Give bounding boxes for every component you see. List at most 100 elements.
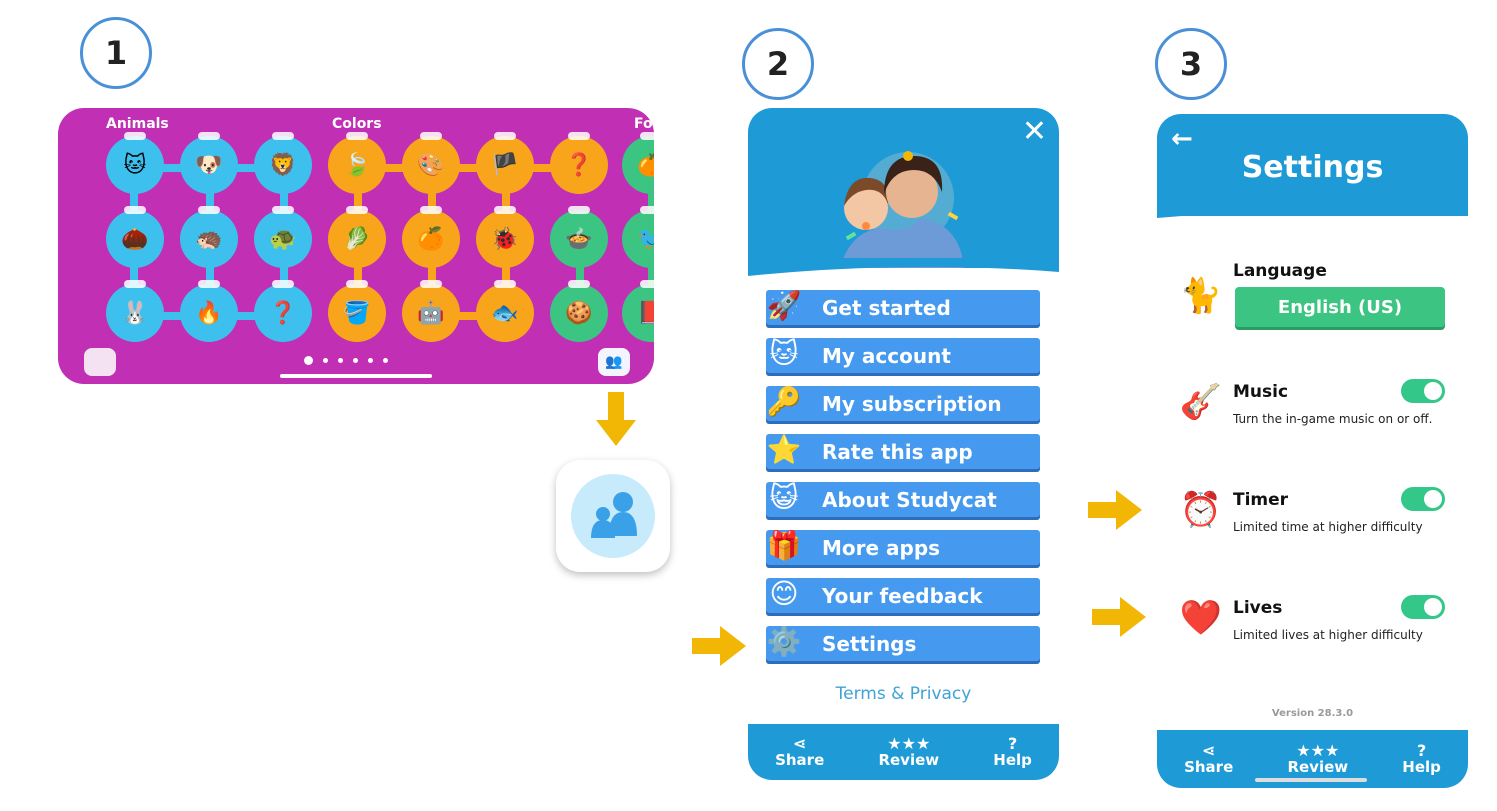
path-line <box>428 312 508 320</box>
share-label: Share <box>1184 758 1234 776</box>
menu-get-started[interactable]: 🚀 Get started <box>766 289 1040 325</box>
right-arrow-icon <box>1092 597 1146 637</box>
share-button[interactable]: ⋖ Share <box>775 734 824 769</box>
page-indicator <box>304 356 388 365</box>
version-text: Version 28.3.0 <box>1271 708 1354 719</box>
right-arrow-icon <box>1088 490 1142 530</box>
menu-my-subscription[interactable]: 🔑 My subscription <box>766 385 1040 421</box>
review-label: Review <box>1287 758 1349 776</box>
timer-toggle[interactable] <box>1401 487 1445 511</box>
review-button[interactable]: ★★★ Review <box>878 734 940 769</box>
help-button[interactable]: ? Help <box>993 736 1032 769</box>
right-arrow-icon <box>692 626 746 666</box>
lesson-node[interactable]: 🪣 <box>328 280 386 342</box>
page-dot <box>323 358 328 363</box>
stars-icon: ★★★ <box>887 734 931 753</box>
page-title: Settings <box>1241 150 1384 185</box>
menu-your-feedback[interactable]: 😊 Your feedback <box>766 577 1040 613</box>
review-button[interactable]: ★★★ Review <box>1287 741 1349 776</box>
parents-menu-panel: ✕ 🚀 Get started 🐱 My account 🔑 My subscr… <box>748 108 1059 780</box>
menu-my-account[interactable]: 🐱 My account <box>766 337 1040 373</box>
menu-rate-this-app[interactable]: ⭐ Rate this app <box>766 433 1040 469</box>
language-select-button[interactable]: English (US) <box>1235 287 1445 327</box>
lesson-node[interactable]: 🤖 <box>402 280 460 342</box>
header-wave <box>1157 206 1468 218</box>
step-1-number: 1 <box>104 34 128 72</box>
menu-label: My subscription <box>822 391 1002 416</box>
menu-label: Settings <box>822 631 917 656</box>
lesson-node[interactable]: 🥬 <box>328 206 386 268</box>
share-icon: ⋖ <box>1201 741 1216 760</box>
help-label: Help <box>993 751 1032 769</box>
timer-label: Timer <box>1233 490 1289 510</box>
back-arrow-icon[interactable]: ← <box>1171 124 1193 154</box>
parents-corner-button[interactable]: 👥 <box>598 348 630 376</box>
share-icon: ⋖ <box>792 734 807 753</box>
menu-about-studycat[interactable]: 😺 About Studycat <box>766 481 1040 517</box>
help-label: Help <box>1402 758 1441 776</box>
help-button[interactable]: ? Help <box>1402 743 1441 776</box>
music-guitar-cat-icon: 🎸 <box>1179 382 1223 422</box>
category-food: Fo <box>634 116 653 132</box>
lives-toggle[interactable] <box>1401 595 1445 619</box>
lesson-map-panel: Animals Colors Fo 🐱 🐶 🦁 🍃 🎨 🏴 ❓ 🍊 🌰 🦔 🐢 … <box>58 108 654 384</box>
review-label: Review <box>878 751 940 769</box>
share-button[interactable]: ⋖ Share <box>1184 741 1234 776</box>
menu-label: My account <box>822 343 951 368</box>
down-arrow-icon <box>596 392 636 446</box>
gift-box-icon: 🎁 <box>766 528 802 562</box>
page-dot <box>338 358 343 363</box>
lesson-node[interactable]: 🐱 <box>106 132 164 194</box>
lesson-node[interactable]: 🐶 <box>180 132 238 194</box>
category-animals: Animals <box>106 116 169 132</box>
lesson-node[interactable]: 🍃 <box>328 132 386 194</box>
lesson-node[interactable]: 🦔 <box>180 206 238 268</box>
parents-icon <box>571 474 655 558</box>
lesson-node[interactable]: 🍊 <box>622 132 654 194</box>
lesson-node[interactable]: 🐦 <box>622 206 654 268</box>
menu-more-apps[interactable]: 🎁 More apps <box>766 529 1040 565</box>
step-1-badge: 1 <box>80 17 152 89</box>
lesson-node[interactable]: 🎨 <box>402 132 460 194</box>
language-label: Language <box>1233 261 1327 281</box>
lesson-node[interactable]: 🐟 <box>476 280 534 342</box>
lesson-node[interactable]: 🐢 <box>254 206 312 268</box>
page-dot <box>383 358 388 363</box>
lesson-node[interactable]: 📕 <box>622 280 654 342</box>
parents-button[interactable] <box>556 460 670 572</box>
lesson-node[interactable]: 🍊 <box>402 206 460 268</box>
settings-header <box>1157 114 1468 216</box>
music-toggle[interactable] <box>1401 379 1445 403</box>
star-icon: ⭐ <box>766 432 802 466</box>
lesson-node[interactable]: 🍪 <box>550 280 608 342</box>
lesson-node[interactable]: 🐰 <box>106 280 164 342</box>
rocket-icon: 🚀 <box>766 288 802 322</box>
lives-description: Limited lives at higher difficulty <box>1233 628 1423 642</box>
language-cat-icon: 🐈 <box>1179 276 1223 316</box>
profile-corner-button[interactable] <box>84 348 116 376</box>
lesson-node[interactable]: 🍲 <box>550 206 608 268</box>
lesson-node[interactable]: 🦁 <box>254 132 312 194</box>
parent-child-photo <box>840 151 964 268</box>
music-description: Turn the in-game music on or off. <box>1233 412 1433 426</box>
lesson-node[interactable]: 🏴 <box>476 132 534 194</box>
menu-settings[interactable]: ⚙️ Settings <box>766 625 1040 661</box>
lesson-node[interactable]: 🐞 <box>476 206 534 268</box>
close-button[interactable]: ✕ <box>1021 114 1047 149</box>
page-dot-active <box>304 356 313 365</box>
step-3-number: 3 <box>1179 45 1203 83</box>
terms-privacy-link[interactable]: Terms & Privacy <box>835 684 972 704</box>
path-line <box>358 164 588 172</box>
menu-header <box>748 108 1059 268</box>
lesson-node[interactable]: ❓ <box>254 280 312 342</box>
timer-clock-icon: ⏰ <box>1179 490 1223 530</box>
page-dot <box>353 358 358 363</box>
music-label: Music <box>1233 382 1289 402</box>
menu-label: More apps <box>822 535 941 560</box>
emoji-feedback-icon: 😊 <box>769 576 799 610</box>
lesson-node[interactable]: 🌰 <box>106 206 164 268</box>
lesson-node[interactable]: 🔥 <box>180 280 238 342</box>
lesson-node[interactable]: ❓ <box>550 132 608 194</box>
parents-icon: 👥 <box>605 354 623 370</box>
stars-icon: ★★★ <box>1296 741 1340 760</box>
